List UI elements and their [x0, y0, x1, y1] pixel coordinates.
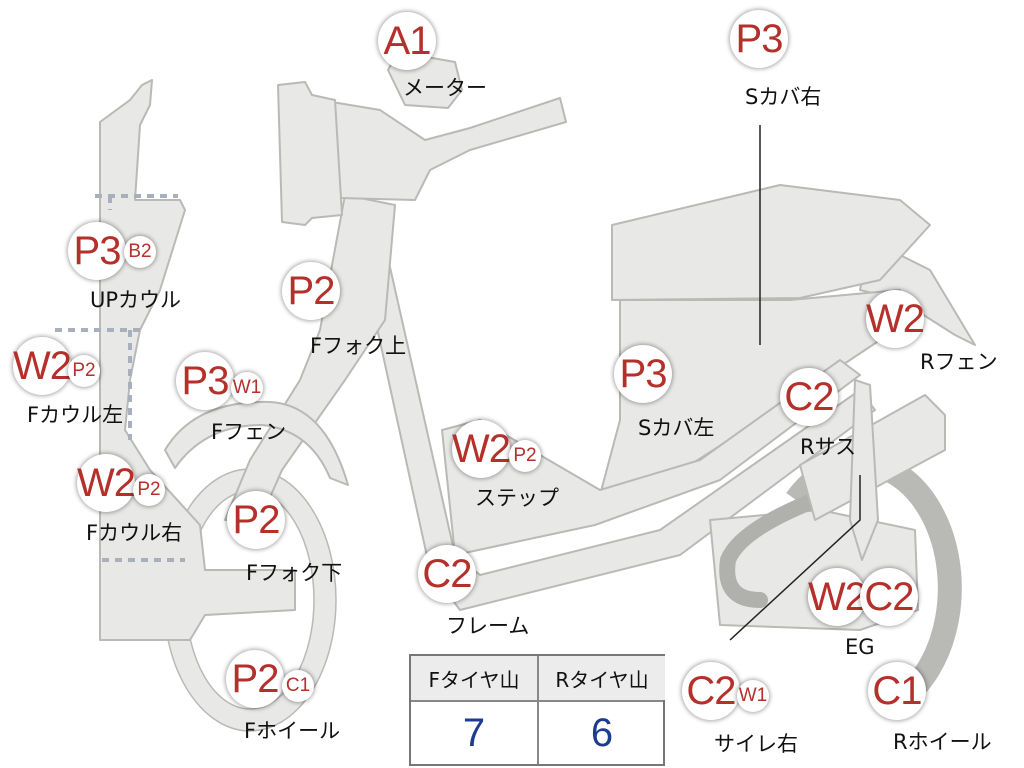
tire-tread-table: Fタイヤ山 Rタイヤ山 7 6	[409, 654, 665, 766]
grip-shape	[277, 81, 343, 226]
grade-badge-r-wheel: C1	[868, 662, 926, 720]
label-f-cowl-left: Fカウル左	[27, 403, 124, 427]
label-r-wheel: Rホイール	[893, 730, 992, 754]
label-meter: メーター	[403, 76, 487, 100]
grade-badge-r-suspension: C2	[780, 368, 838, 426]
label-r-fender: Rフェン	[920, 350, 998, 374]
grade-badge-frame: C2	[418, 545, 476, 603]
grade-badge-up-cowl: P3	[68, 222, 126, 280]
label-engine: EG	[845, 635, 875, 659]
label-f-fork-lower: Fフォク下	[246, 561, 343, 585]
grade-badge-up-cowl-sub: B2	[124, 236, 156, 268]
grade-badge-muffler-right-sub: W1	[737, 680, 769, 712]
label-f-fork-upper: Fフォク上	[310, 334, 407, 358]
rear-shock-shape	[849, 379, 879, 561]
grade-badge-f-wheel-sub: C1	[282, 670, 314, 702]
front-tire-header: Fタイヤ山	[411, 656, 537, 700]
label-step: ステップ	[475, 486, 559, 510]
grade-badge-f-cowl-left: W2	[13, 337, 72, 395]
label-s-cover-left: Sカバ左	[638, 416, 715, 440]
grade-badge-f-cowl-right-sub: P2	[133, 474, 165, 506]
label-frame: フレーム	[446, 614, 530, 638]
front-fender-shape	[164, 400, 349, 486]
label-f-cowl-right: Fカウル右	[86, 521, 183, 545]
rear-tire-value: 6	[590, 710, 614, 755]
grade-badge-f-fork-lower: P2	[227, 491, 285, 549]
table-divider-vertical	[537, 656, 539, 764]
grade-badge-step-sub: P2	[509, 440, 541, 472]
label-f-wheel: Fホイール	[244, 719, 341, 743]
label-r-suspension: Rサス	[800, 435, 857, 459]
handlebar-shape	[319, 97, 567, 201]
grade-badge-s-cover-left: P3	[614, 345, 672, 403]
rear-tire-header: Rタイヤ山	[539, 656, 665, 700]
front-tire-value: 7	[462, 710, 486, 755]
grade-badge-f-cowl-right: W2	[77, 454, 136, 512]
table-divider-horizontal	[411, 700, 663, 702]
leader-r-suspension	[729, 475, 861, 641]
label-muffler-right: サイレ右	[714, 732, 798, 756]
grade-badge-step: W2	[452, 420, 511, 478]
label-s-cover-right: Sカバ右	[745, 85, 822, 109]
label-up-cowl: UPカウル	[90, 288, 182, 312]
grade-badge-engine-a: W2	[808, 568, 867, 626]
label-f-fender: Fフェン	[211, 420, 287, 444]
grade-badge-meter: A1	[378, 12, 436, 70]
grade-badge-f-fender: P3	[176, 352, 234, 410]
exhaust-shape	[719, 492, 823, 608]
grade-badge-engine-b: C2	[860, 568, 918, 626]
grade-badge-f-cowl-left-sub: P2	[68, 355, 100, 387]
grade-badge-f-fork-upper: P2	[282, 262, 340, 320]
grade-badge-muffler-right: C2	[682, 662, 740, 720]
grade-badge-f-fender-sub: W1	[231, 372, 263, 404]
grade-badge-f-wheel: P2	[226, 650, 284, 708]
grade-badge-s-cover-right: P3	[730, 10, 788, 68]
grade-badge-r-fender: W2	[866, 290, 925, 348]
